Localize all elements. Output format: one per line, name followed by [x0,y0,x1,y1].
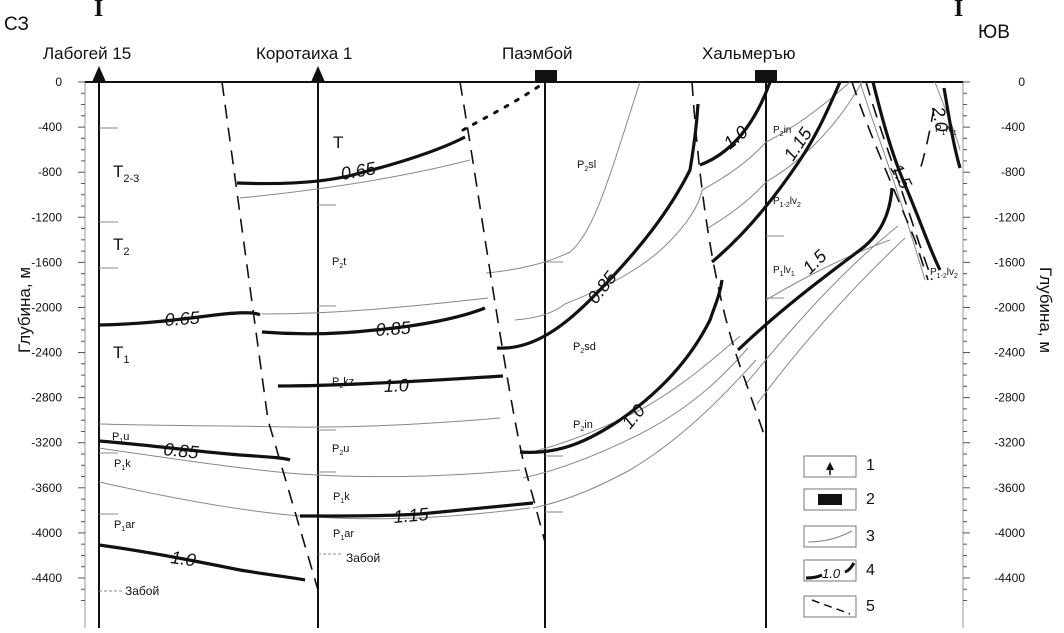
stratigraphy-label: T1 [113,343,130,366]
stratigraphy-label: T2-3 [113,162,139,185]
stratigraphy-label: P2sd [573,341,596,355]
legend-sample-label: 1.0 [822,566,841,581]
contour-value-label: 1.5 [799,245,832,278]
depth-tick-label: -2000 [31,300,62,314]
legend: 1.0 [803,455,857,618]
horizon-lines [98,81,961,520]
depth-tick-label: -1200 [31,210,62,224]
rectangle-icon [755,70,777,82]
well-label-labogey: Лабогей 15 [43,44,132,63]
depth-tick-label: -3600 [31,481,62,495]
rectangle-icon [535,70,557,82]
direction-nw: СЗ [4,14,29,35]
stratigraphy-label: P2in [573,419,593,433]
direction-se: ЮВ [978,22,1010,43]
depth-tick-label: -3200 [31,436,62,450]
depth-axis-title-right: Глубина, м [1036,266,1055,354]
stratigraphy-label: P1-2lv2 [773,196,801,209]
depth-tick-label: -4000 [994,526,1025,540]
contour-value-label: 1.15 [393,504,431,527]
contour-value-label: 2.0 [928,104,952,133]
contour-lines [98,81,962,582]
depth-tick-label: -800 [38,165,62,179]
depth-tick-label: -3200 [994,436,1025,450]
depth-tick-label: -1600 [31,255,62,269]
depth-tick-label: -2400 [994,346,1025,360]
depth-tick-label: -2800 [31,391,62,405]
depth-tick-label: -4000 [31,526,62,540]
depth-tick-label: -400 [38,120,62,134]
depth-tick-label: -1200 [994,210,1025,224]
contour-value-label: 1.0 [618,401,649,433]
zaboi-label: Забой [346,551,380,565]
legend-box-3 [803,525,857,548]
legend-number-3: 3 [866,528,875,545]
depth-tick-label: -3600 [994,481,1025,495]
well-label-khalmeryu: Хальмеръю [702,44,796,63]
contour-value-label: 0.65 [164,308,201,330]
stratigraphy-label: P1k [114,458,131,472]
zaboi-marks [99,553,342,592]
depth-tick-label: -4400 [31,571,62,585]
stratigraphy-label: P1k [333,491,350,505]
stratigraphy-label: P1u [112,431,129,445]
depth-tick-label: -800 [1001,165,1025,179]
triangle-icon [826,462,834,470]
stratigraphy-label: P2t [332,256,346,270]
stratigraphy-label: P2in [773,125,791,138]
stratigraphy-label: P2u [332,443,349,457]
stratigraphy-label: T2 [113,235,130,258]
stratigraphy-label: P2sl [577,159,596,173]
depth-tick-label: -400 [1001,120,1025,134]
depth-tick-labels-right: 0 -400 -800 -1200 -1600 -2000 -2400 -2800 -3200 -… [994,75,1025,585]
legend-number-2: 2 [866,491,875,508]
contour-value-label: 1.0 [169,547,197,570]
stratigraphy-label: P1ar [114,519,135,533]
contour-value-label: 1.0 [383,375,409,396]
depth-tick-label: -1600 [994,255,1025,269]
contour-value-label: 0.85 [163,439,201,463]
section-marker-left: I [94,0,104,22]
stratigraphy-label: P1lv1 [935,124,957,137]
stratigraphy-label: T [333,133,343,152]
stratigraphy-label: P2kz [332,376,354,390]
stratigraphy-label: P1ar [333,528,354,542]
depth-tick-labels-left: 0 -400 -800 -1200 -1600 -2000 -2400 -2800 -3200 -… [31,75,62,585]
depth-axis-title-left: Глубина, м [15,266,34,354]
triangle-icon [92,66,106,82]
thick-line-sample [805,562,856,580]
contour-value-label: 0.85 [375,318,412,340]
well-label-paemboy: Паэмбой [502,44,573,63]
depth-tick-label: -4400 [994,571,1025,585]
well-label-korotaikha: Коротаиха 1 [256,44,353,63]
stratigraphy-label: P1lv1 [773,265,795,278]
rectangle-icon [818,494,842,505]
depth-tick-label: -2800 [994,391,1025,405]
zaboi-label: Забой [125,584,159,598]
eroded-fault-dots [461,80,547,132]
section-marker-right: I [954,0,964,22]
legend-number-1: 1 [866,457,875,474]
depth-ticks [78,81,970,602]
depth-tick-label: 0 [55,75,62,89]
thin-line-sample [807,530,853,543]
legend-number-4: 4 [866,562,875,579]
dashed-line-sample [811,599,851,615]
depth-tick-label: 0 [1018,75,1025,89]
depth-tick-label: -2000 [994,300,1025,314]
legend-number-5: 5 [866,598,875,615]
depth-tick-label: -2400 [31,346,62,360]
stratigraphy-label: P1-2lv2 [930,267,958,280]
triangle-icon [311,66,325,82]
